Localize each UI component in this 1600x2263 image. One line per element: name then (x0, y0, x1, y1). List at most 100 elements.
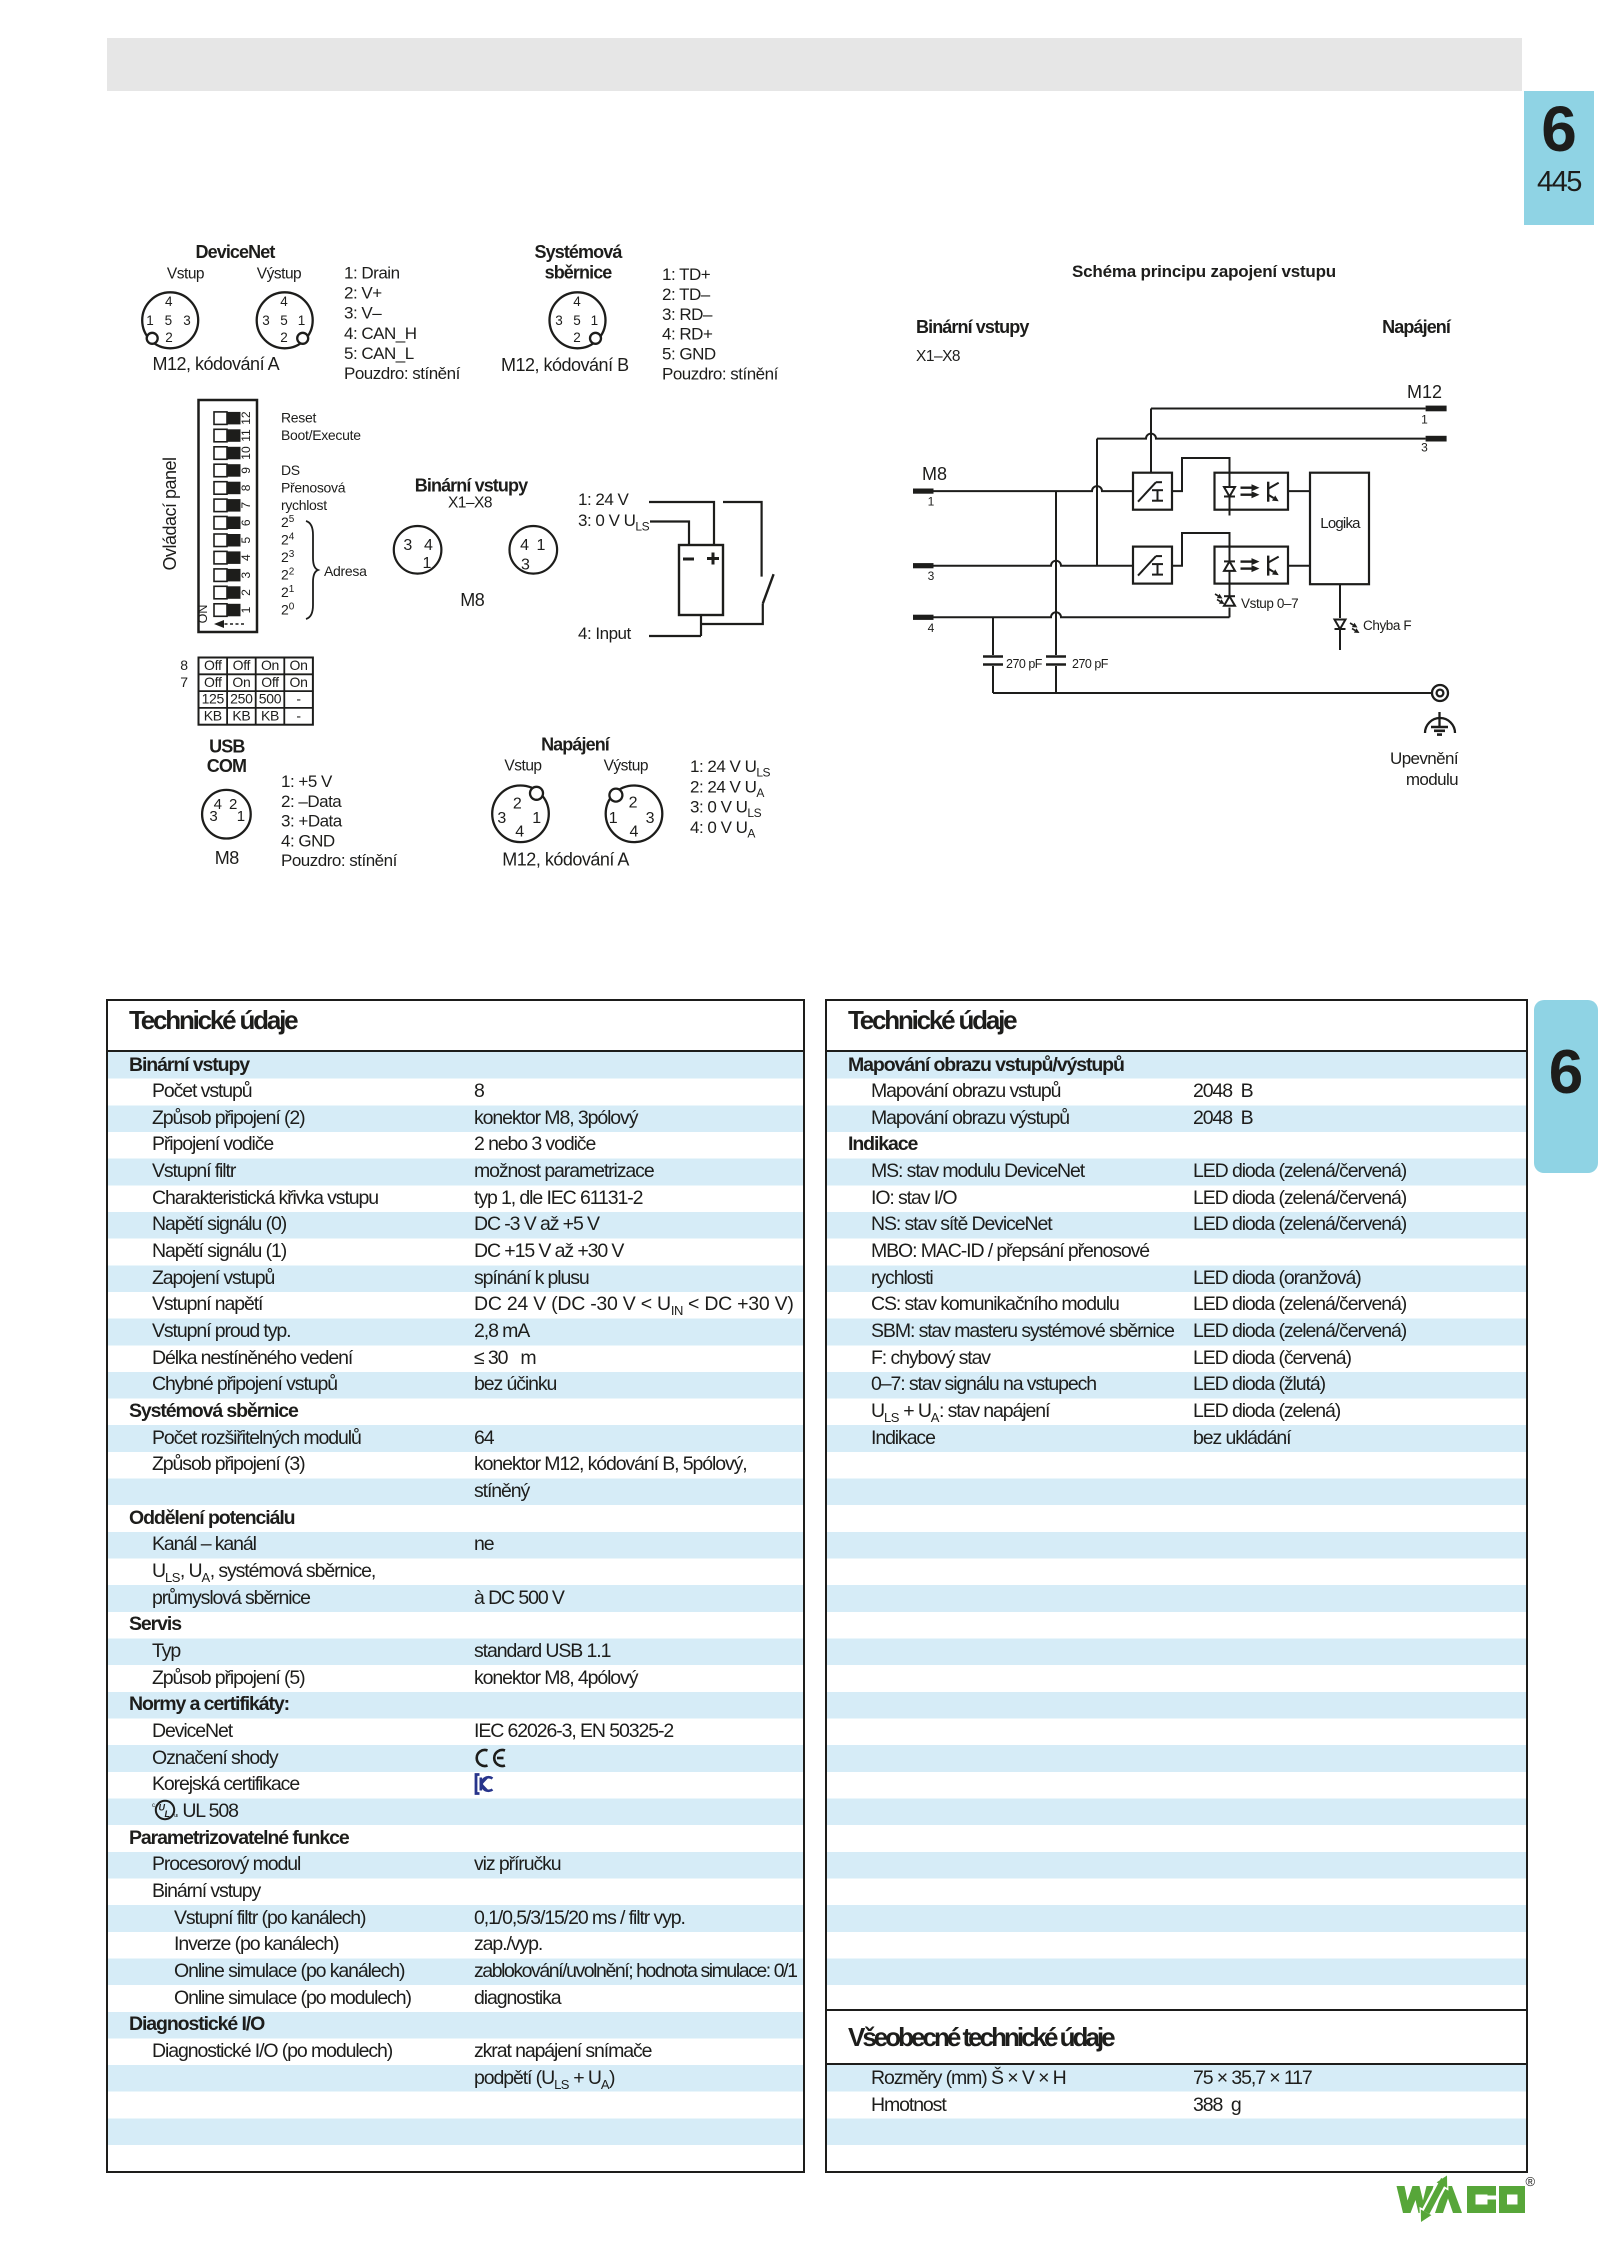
svg-text:ON: ON (196, 605, 210, 624)
svg-text:Přenosová: Přenosová (281, 479, 346, 495)
svg-text:Napájení: Napájení (541, 734, 611, 754)
svg-text:1: 1 (298, 313, 306, 328)
svg-text:3: 3 (1421, 441, 1428, 455)
svg-text:25: 25 (281, 514, 295, 530)
svg-text:3: 0 V ULS: 3: 0 V ULS (578, 511, 650, 534)
svg-text:1: 1 (239, 606, 253, 613)
svg-text:DeviceNet: DeviceNet (196, 242, 276, 262)
svg-text:Off: Off (204, 657, 222, 673)
svg-text:11: 11 (239, 429, 253, 442)
svg-text:4: 4 (515, 824, 524, 841)
svg-text:Pouzdro: stínění: Pouzdro: stínění (281, 851, 398, 870)
svg-text:4: 0 V UA: 4: 0 V UA (690, 818, 755, 841)
svg-text:Off: Off (233, 657, 251, 673)
svg-text:10: 10 (239, 446, 253, 460)
svg-text:DS: DS (281, 462, 300, 478)
svg-text:500: 500 (259, 691, 282, 707)
svg-text:Výstup: Výstup (604, 758, 648, 775)
svg-text:M12: M12 (1407, 382, 1442, 402)
svg-text:4: CAN_H: 4: CAN_H (344, 324, 417, 343)
svg-text:Boot/Execute: Boot/Execute (281, 427, 361, 443)
svg-text:4: Input: 4: Input (578, 624, 631, 643)
svg-text:3: +Data: 3: +Data (281, 812, 343, 831)
svg-text:4: 4 (239, 554, 253, 561)
svg-text:4: 4 (928, 621, 935, 635)
svg-text:2: V+: 2: V+ (344, 284, 382, 303)
svg-text:X1–X8: X1–X8 (916, 348, 960, 365)
svg-text:24: 24 (281, 532, 295, 548)
svg-text:3: RD–: 3: RD– (662, 305, 713, 324)
svg-text:3: 0 V ULS: 3: 0 V ULS (690, 798, 762, 821)
svg-text:3: 3 (646, 810, 655, 827)
svg-text:L: L (165, 1809, 170, 1819)
svg-text:us: us (174, 1813, 178, 1819)
svg-text:3: 3 (403, 537, 412, 554)
svg-text:2: 2 (239, 589, 253, 596)
svg-text:M8: M8 (922, 464, 947, 484)
svg-text:KB: KB (232, 708, 250, 724)
svg-text:12: 12 (239, 411, 253, 425)
svg-text:M12, kódování B: M12, kódování B (501, 355, 629, 375)
svg-text:Systémová: Systémová (535, 242, 624, 262)
svg-text:On: On (290, 674, 308, 690)
svg-text:4: 4 (573, 294, 581, 309)
svg-text:8: 8 (180, 657, 188, 673)
svg-text:1: TD+: 1: TD+ (662, 265, 711, 284)
svg-text:9: 9 (239, 467, 253, 474)
svg-text:250: 250 (230, 691, 253, 707)
svg-text:4: 4 (214, 796, 222, 813)
svg-text:3: 3 (555, 313, 563, 328)
svg-text:3: 3 (521, 557, 530, 574)
svg-text:USB: USB (209, 736, 245, 756)
svg-text:Vstup: Vstup (167, 265, 204, 282)
svg-text:22: 22 (281, 567, 295, 583)
svg-text:270 pF: 270 pF (1006, 657, 1043, 671)
svg-text:5: 5 (280, 313, 288, 328)
svg-text:3: 3 (209, 808, 217, 825)
svg-text:6: 6 (239, 519, 253, 526)
svg-text:Off: Off (204, 674, 222, 690)
svg-text:23: 23 (281, 549, 295, 565)
svg-text:Reset: Reset (281, 410, 316, 426)
svg-text:1: 1 (237, 808, 245, 825)
svg-text:4: 4 (165, 294, 173, 309)
svg-text:®: ® (1526, 2174, 1536, 2189)
svg-text:4: 4 (424, 537, 433, 554)
svg-text:4: 4 (630, 824, 639, 841)
svg-text:1: 1 (609, 810, 618, 827)
svg-text:125: 125 (202, 691, 225, 707)
svg-text:rychlost: rychlost (281, 497, 327, 513)
svg-text:-: - (296, 691, 301, 707)
svg-text:2: –Data: 2: –Data (281, 792, 342, 811)
svg-text:1: 24 V ULS: 1: 24 V ULS (690, 757, 771, 780)
svg-text:X1–X8: X1–X8 (448, 495, 492, 512)
svg-text:3: 3 (239, 571, 253, 578)
svg-text:-: - (296, 708, 301, 724)
svg-text:5: GND: 5: GND (662, 345, 716, 364)
svg-text:Ovládací panel: Ovládací panel (160, 457, 180, 570)
svg-text:4: 4 (280, 294, 288, 309)
svg-text:U: U (159, 1802, 166, 1812)
svg-text:1: 1 (423, 555, 432, 572)
svg-text:1: 1 (1421, 412, 1428, 426)
svg-text:5: 5 (573, 313, 581, 328)
svg-text:On: On (290, 657, 308, 673)
svg-text:20: 20 (281, 602, 295, 618)
svg-text:1: Drain: 1: Drain (344, 264, 400, 283)
svg-text:2: 2 (513, 796, 522, 813)
svg-text:4: 4 (520, 537, 529, 554)
svg-text:M12, kódování A: M12, kódování A (153, 354, 280, 374)
svg-text:KB: KB (204, 708, 222, 724)
svg-text:1: 1 (537, 537, 546, 554)
svg-text:2: 2 (165, 330, 173, 345)
svg-text:2: 2 (629, 795, 638, 812)
svg-text:Adresa: Adresa (324, 563, 367, 579)
svg-text:Pouzdro: stínění: Pouzdro: stínění (344, 364, 461, 383)
svg-text:5: 5 (165, 313, 173, 328)
svg-text:1: 24 V: 1: 24 V (578, 490, 630, 509)
svg-text:4: GND: 4: GND (281, 831, 335, 850)
svg-text:Binární vstupy: Binární vstupy (916, 317, 1029, 337)
svg-text:3: 3 (928, 569, 935, 583)
svg-text:c: c (152, 1803, 155, 1809)
svg-text:1: 1 (928, 495, 935, 509)
